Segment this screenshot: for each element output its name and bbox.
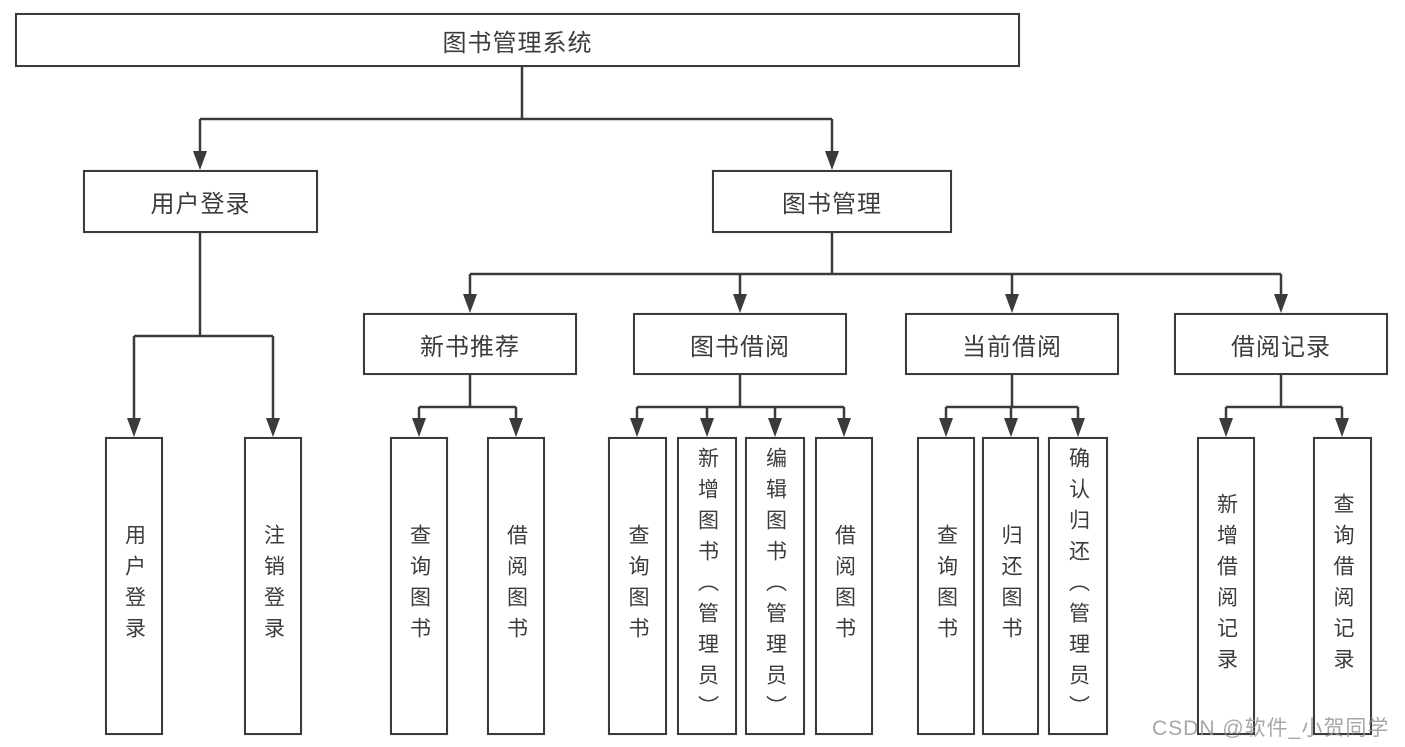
leaf-query-books-borrow: 查询图书 [608,437,667,735]
node-borrow-records: 借阅记录 [1174,313,1388,375]
node-book-borrow: 图书借阅 [633,313,847,375]
node-user-login: 用户登录 [83,170,318,233]
leaf-query-borrow-record: 查询借阅记录 [1313,437,1372,735]
leaf-query-books-current: 查询图书 [917,437,975,735]
node-book-management: 图书管理 [712,170,952,233]
leaf-add-borrow-record: 新增借阅记录 [1197,437,1255,735]
leaf-user-login: 用户登录 [105,437,163,735]
leaf-add-books-admin: 新增图书（管理员） [677,437,737,735]
leaf-edit-books-admin: 编辑图书（管理员） [745,437,805,735]
leaf-logout: 注销登录 [244,437,302,735]
node-current-borrow: 当前借阅 [905,313,1119,375]
node-root: 图书管理系统 [15,13,1020,67]
leaf-confirm-return-admin: 确认归还（管理员） [1048,437,1108,735]
leaf-borrow-books: 借阅图书 [815,437,873,735]
leaf-return-books: 归还图书 [982,437,1039,735]
leaf-borrow-books-recommend: 借阅图书 [487,437,545,735]
leaf-query-books-recommend: 查询图书 [390,437,448,735]
csdn-watermark: CSDN @软件_小贺同学 [1152,717,1390,740]
node-new-book-recommend: 新书推荐 [363,313,577,375]
